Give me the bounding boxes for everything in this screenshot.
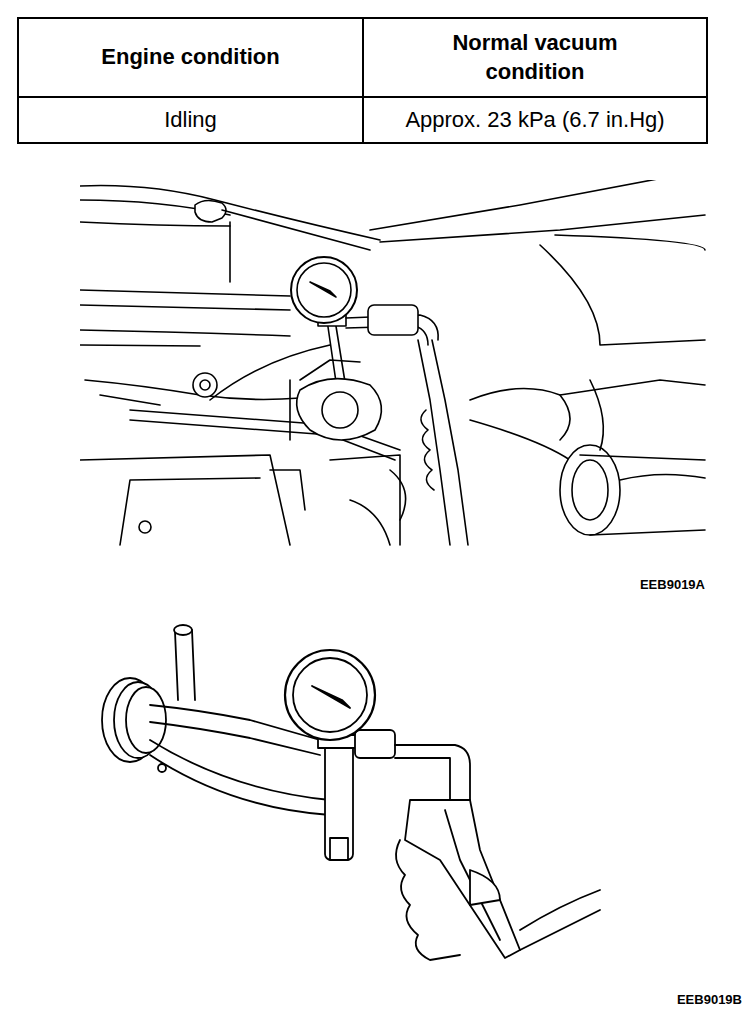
line-art <box>520 890 600 950</box>
line-art <box>290 360 360 440</box>
line-art <box>380 215 705 242</box>
line-art <box>396 840 460 960</box>
gauge-detail-illustration <box>102 625 600 960</box>
table-rule <box>362 18 364 143</box>
line-art <box>297 379 382 440</box>
line-art <box>126 687 166 753</box>
line-art <box>174 625 192 635</box>
line-art <box>80 330 290 336</box>
line-art <box>100 395 160 405</box>
line-art <box>470 870 500 905</box>
line-art <box>560 395 570 440</box>
line-art <box>555 235 705 250</box>
line-art <box>195 200 226 222</box>
line-art <box>80 455 290 545</box>
line-art <box>150 722 320 755</box>
line-art <box>335 320 345 382</box>
line-art <box>470 420 570 460</box>
table-cell: Normal vacuum condition <box>365 20 705 95</box>
table-border <box>18 18 707 143</box>
line-art <box>80 305 290 310</box>
line-art <box>193 373 217 397</box>
line-art <box>325 730 353 860</box>
line-art <box>80 222 230 226</box>
line-art <box>350 500 390 545</box>
line-art <box>580 455 705 535</box>
line-art <box>80 345 200 346</box>
line-art <box>445 810 500 940</box>
line-art <box>355 730 395 758</box>
line-art <box>330 455 400 545</box>
line-art <box>405 800 520 958</box>
line-art <box>327 320 336 382</box>
table-cell: Approx. 23 kPa (6.7 in.Hg) <box>365 99 705 141</box>
line-art <box>222 210 370 250</box>
line-art <box>390 470 406 520</box>
line-art <box>310 282 336 297</box>
line-art <box>175 630 195 700</box>
line-art <box>150 740 330 800</box>
line-art <box>560 445 620 535</box>
line-art <box>590 380 603 450</box>
line-art <box>322 392 358 428</box>
line-art <box>291 257 357 323</box>
line-art <box>432 340 468 545</box>
line-art <box>395 745 470 800</box>
figure-code: EEB9019A <box>560 573 705 597</box>
table-cell: Idling <box>20 99 361 141</box>
line-art <box>330 838 348 860</box>
line-art <box>150 755 330 815</box>
line-art <box>312 686 350 708</box>
line-art <box>370 180 705 230</box>
line-art <box>229 222 231 282</box>
table-cell: Engine condition <box>20 20 361 95</box>
line-art <box>540 245 705 345</box>
spec-table <box>18 18 707 143</box>
line-art <box>395 758 450 800</box>
engine-bay-illustration <box>80 180 705 545</box>
figure-code: EEB9019B <box>590 988 742 1012</box>
line-art <box>293 658 367 732</box>
line-art <box>80 290 290 296</box>
line-art <box>620 474 705 480</box>
line-art <box>368 305 418 335</box>
line-art <box>572 460 608 520</box>
line-art <box>421 410 434 490</box>
line-art <box>418 340 450 545</box>
line-art <box>200 380 210 390</box>
line-art <box>120 478 260 545</box>
line-art <box>285 650 375 740</box>
line-art <box>270 470 305 510</box>
line-art <box>297 263 351 317</box>
line-art <box>139 521 151 533</box>
line-art <box>470 380 705 400</box>
